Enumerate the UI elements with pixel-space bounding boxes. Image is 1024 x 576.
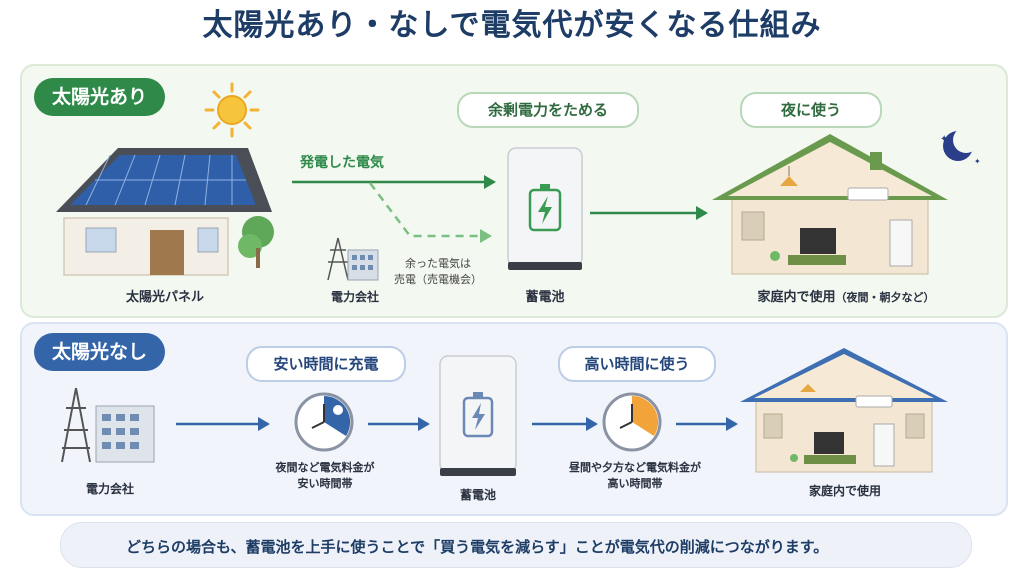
cheap-note-line1: 夜間など電気料金が bbox=[275, 461, 375, 474]
expensive-time-clock-icon bbox=[602, 392, 662, 452]
generated-power-label: 発電した電気 bbox=[300, 155, 384, 171]
without-solar-tag: 太陽光なし bbox=[34, 333, 166, 371]
power-company-icon bbox=[327, 237, 379, 281]
svg-text:✦: ✦ bbox=[940, 134, 948, 145]
svg-text:✦: ✦ bbox=[974, 157, 981, 166]
expensive-time-note: 昼間や夕方など電気料金が 高い時間帯 bbox=[550, 460, 720, 492]
use-at-night-bubble: 夜に使う bbox=[740, 92, 882, 128]
summary-footer bbox=[60, 522, 972, 568]
battery-to-home-arrow bbox=[590, 206, 708, 220]
solar-panel-label: 太陽光パネル bbox=[125, 290, 204, 305]
sun-icon bbox=[204, 82, 260, 138]
surplus-note-line1: 余った電気は bbox=[405, 257, 471, 270]
flow-arrow-2 bbox=[368, 417, 430, 431]
expensive-note-line2: 高い時間帯 bbox=[607, 477, 663, 490]
page-title: 太陽光あり・なしで電気代が安くなる仕組み bbox=[202, 8, 822, 43]
use-expensive-bubble: 高い時間に使う bbox=[558, 346, 716, 382]
surplus-note-line2: 売電（売電機会） bbox=[394, 273, 482, 286]
generation-arrow bbox=[292, 175, 496, 189]
surplus-sale-arrow bbox=[369, 182, 492, 243]
flow-arrow-1 bbox=[176, 417, 270, 431]
expensive-note-line1: 昼間や夕方など電気料金が bbox=[569, 461, 701, 474]
power-company-label-bottom: 電力会社 bbox=[85, 482, 134, 496]
store-surplus-bubble: 余剰電力をためる bbox=[457, 92, 639, 128]
cheap-time-note: 夜間など電気料金が 安い時間帯 bbox=[250, 460, 400, 492]
battery-storage-icon bbox=[507, 147, 583, 270]
power-company-building-icon bbox=[61, 387, 155, 463]
home-use-text: 家庭内で使用 bbox=[757, 290, 836, 305]
summary-text: どちらの場合も、蓄電池を上手に使うことで「買う電気を減らす」ことが電気代の削減に… bbox=[126, 538, 829, 556]
home-icon-bottom bbox=[740, 348, 948, 473]
home-use-label-bottom: 家庭内で使用 bbox=[808, 484, 881, 498]
moon-icon: ✦ ✦ bbox=[940, 127, 981, 166]
battery-label-bottom: 蓄電池 bbox=[459, 488, 496, 502]
home-use-note: （夜間・朝夕など） bbox=[835, 291, 935, 304]
surplus-sale-note: 余った電気は 売電（売電機会） bbox=[388, 256, 488, 288]
cheap-time-clock-icon bbox=[294, 392, 354, 452]
with-solar-tag: 太陽光あり bbox=[34, 78, 166, 116]
battery-storage-icon-bottom bbox=[439, 355, 517, 476]
charge-cheap-bubble: 安い時間に充電 bbox=[246, 346, 406, 382]
home-use-label-top: 家庭内で使用（夜間・朝夕など） bbox=[706, 286, 986, 305]
power-company-label-top: 電力会社 bbox=[330, 290, 379, 304]
flow-arrow-4 bbox=[676, 417, 738, 431]
battery-label-top: 蓄電池 bbox=[525, 290, 565, 305]
solar-house-icon bbox=[56, 148, 274, 276]
flow-arrow-3 bbox=[532, 417, 598, 431]
cheap-note-line2: 安い時間帯 bbox=[297, 477, 353, 490]
home-night-icon bbox=[712, 134, 948, 275]
